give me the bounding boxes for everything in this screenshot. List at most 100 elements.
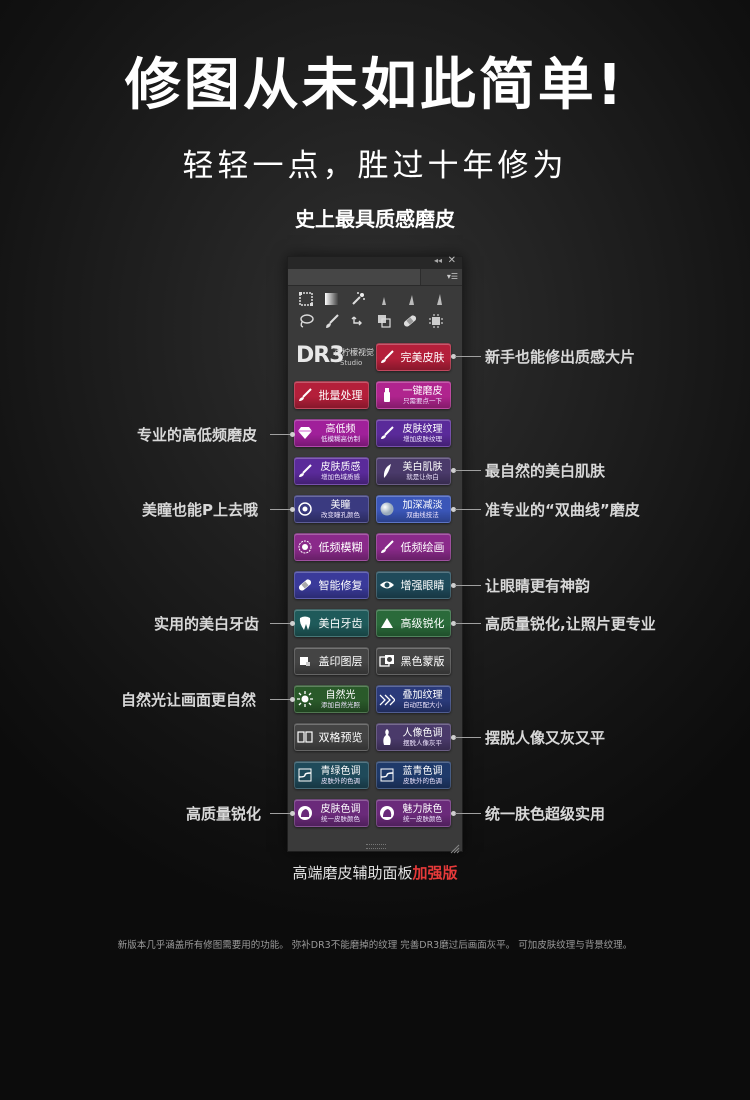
page-title: 修图从未如此简单! xyxy=(124,53,626,118)
batch-button[interactable]: 批量处理 xyxy=(294,381,369,409)
button-label-main: 皮肤质感 xyxy=(320,461,361,473)
button-label: 加深减淡双曲线技法 xyxy=(397,500,450,519)
brush-icon[interactable] xyxy=(324,313,340,329)
button-label-main: 一键磨皮 xyxy=(402,385,443,397)
bandage-icon xyxy=(295,572,315,598)
logo-cn: 百柠檬视觉 xyxy=(334,348,374,357)
portrait-tone-button[interactable]: 人像色调摆脱人像灰平 xyxy=(376,723,451,751)
bottle-icon xyxy=(377,382,397,408)
button-label-main: 双格预览 xyxy=(318,730,363,744)
button-label: 皮肤纹理增加皮肤纹理 xyxy=(397,424,450,443)
annotation-line xyxy=(270,699,290,700)
whiten-teeth-button[interactable]: 美白牙齿 xyxy=(294,609,369,637)
close-icon[interactable]: ✕ xyxy=(447,255,456,266)
button-label: 盖印图层 xyxy=(315,656,368,667)
button-label-sub: 改变瞳孔颜色 xyxy=(321,510,360,519)
tool-row-2 xyxy=(298,313,454,329)
sharpen-button[interactable]: 高级锐化 xyxy=(376,609,451,637)
gradient-icon[interactable] xyxy=(324,291,340,307)
button-label: 低频绘画 xyxy=(397,542,450,553)
marquee-icon[interactable] xyxy=(298,291,314,307)
face-icon xyxy=(377,800,397,826)
sun-icon xyxy=(295,686,315,712)
logo-mark: DR3 xyxy=(296,343,345,368)
button-label: 皮肤质感增加色域质感 xyxy=(315,462,368,481)
annotation-skin-tone: 统一肤色超级实用 xyxy=(485,805,606,823)
blue-tone-button[interactable]: 蓝青色调皮肤外的色调 xyxy=(376,761,451,789)
swap-icon[interactable] xyxy=(350,313,366,329)
button-label-sub: 双曲线技法 xyxy=(406,510,439,519)
low-paint-button[interactable]: 低频绘画 xyxy=(376,533,451,561)
button-label: 叠加纹理自动匹配大小 xyxy=(397,690,450,709)
histogram-icon[interactable] xyxy=(376,291,392,307)
histogram-icon[interactable] xyxy=(402,291,418,307)
blur-icon xyxy=(295,534,315,560)
smart-repair-button[interactable]: 智能修复 xyxy=(294,571,369,599)
annotation-dot xyxy=(451,811,456,816)
button-label-main: 魅力肤色 xyxy=(402,803,443,815)
magic-wand-icon[interactable] xyxy=(350,291,366,307)
annotation-dot xyxy=(290,507,295,512)
brush-icon xyxy=(295,382,315,408)
face-icon xyxy=(295,800,315,826)
logo-en: Studio xyxy=(340,359,363,367)
dual-preview-button[interactable]: 双格预览 xyxy=(294,723,369,751)
button-label-sub: 皮肤外的色调 xyxy=(321,776,360,785)
button-label: 双格预览 xyxy=(315,732,368,743)
button-label: 美白肌肤就是让你白 xyxy=(397,462,450,481)
layers-icon[interactable] xyxy=(376,313,392,329)
pupil-button[interactable]: 美瞳改变瞳孔颜色 xyxy=(294,495,369,523)
annotation-sharpen: 高质量锐化,让照片更专业 xyxy=(485,615,656,633)
annotation-dodge-burn: 准专业的“双曲线”磨皮 xyxy=(485,501,640,519)
whitening-button[interactable]: 美白肌肤就是让你白 xyxy=(376,457,451,485)
annotation-pupil: 美瞳也能P上去哦 xyxy=(142,501,258,519)
skin-quality-button[interactable]: 皮肤质感增加色域质感 xyxy=(294,457,369,485)
perfect-skin-button[interactable]: 完美皮肤 xyxy=(376,343,451,371)
annotation-line xyxy=(270,509,290,510)
button-label-main: 完美皮肤 xyxy=(400,350,445,364)
button-label-sub: 皮肤外的色调 xyxy=(403,776,442,785)
high-low-button[interactable]: 高低频低模糊高仿制 xyxy=(294,419,369,447)
curve-icon xyxy=(377,762,397,788)
black-mask-button[interactable]: 黑色蒙版 xyxy=(376,647,451,675)
button-label: 高低频低模糊高仿制 xyxy=(315,424,368,443)
dodge-burn-button[interactable]: 加深减淡双曲线技法 xyxy=(376,495,451,523)
gem-icon xyxy=(295,420,315,446)
collapse-icon[interactable]: ◂◂ xyxy=(433,256,442,265)
charm-skin-button[interactable]: 魅力肤色统一皮肤颜色 xyxy=(376,799,451,827)
button-label: 低频模糊 xyxy=(315,542,368,553)
brush-icon xyxy=(377,534,397,560)
panel-caption: 高端磨皮辅助面板加强版 xyxy=(0,862,750,883)
chip-icon[interactable] xyxy=(428,313,444,329)
stamp-layer-button[interactable]: 盖印图层 xyxy=(294,647,369,675)
natural-light-button[interactable]: 自然光添加自然光照 xyxy=(294,685,369,713)
button-label-sub: 就是让你白 xyxy=(406,472,439,481)
triangle-icon xyxy=(377,610,397,636)
skin-texture-button[interactable]: 皮肤纹理增加皮肤纹理 xyxy=(376,419,451,447)
annotation-line xyxy=(455,356,481,357)
eye-icon xyxy=(377,572,397,598)
histogram-icon[interactable] xyxy=(428,291,444,307)
page-subtitle: 轻轻一点，胜过十年修为 xyxy=(182,148,568,184)
panel-bottom-grip[interactable] xyxy=(366,844,386,849)
bandage-icon[interactable] xyxy=(402,313,418,329)
eye-ring-icon xyxy=(295,496,315,522)
enhance-eyes-button[interactable]: 增强眼睛 xyxy=(376,571,451,599)
skin-tone-button[interactable]: 皮肤色调统一皮肤颜色 xyxy=(294,799,369,827)
button-label-main: 低频绘画 xyxy=(400,540,445,554)
mask-icon xyxy=(377,648,397,674)
low-blur-button[interactable]: 低频模糊 xyxy=(294,533,369,561)
one-click-button[interactable]: 一键磨皮只需要点一下 xyxy=(376,381,451,409)
button-label-main: 叠加纹理 xyxy=(402,689,443,701)
button-label-sub: 摆脱人像灰平 xyxy=(403,738,442,747)
cyan-tone-button[interactable]: 青绿色调皮肤外的色调 xyxy=(294,761,369,789)
panel-titlebar[interactable]: ◂◂ ✕ xyxy=(288,255,462,269)
annotation-high-low: 专业的高低频磨皮 xyxy=(137,426,258,444)
overlay-texture-button[interactable]: 叠加纹理自动匹配大小 xyxy=(376,685,451,713)
annotation-dot xyxy=(451,354,456,359)
resize-grip-icon[interactable] xyxy=(450,839,460,854)
panel-menu-button[interactable]: ▾☰ xyxy=(420,269,462,285)
annotation-novice: 新手也能修出质感大片 xyxy=(485,348,636,366)
button-label-main: 增强眼睛 xyxy=(400,578,445,592)
lasso-icon[interactable] xyxy=(298,313,314,329)
